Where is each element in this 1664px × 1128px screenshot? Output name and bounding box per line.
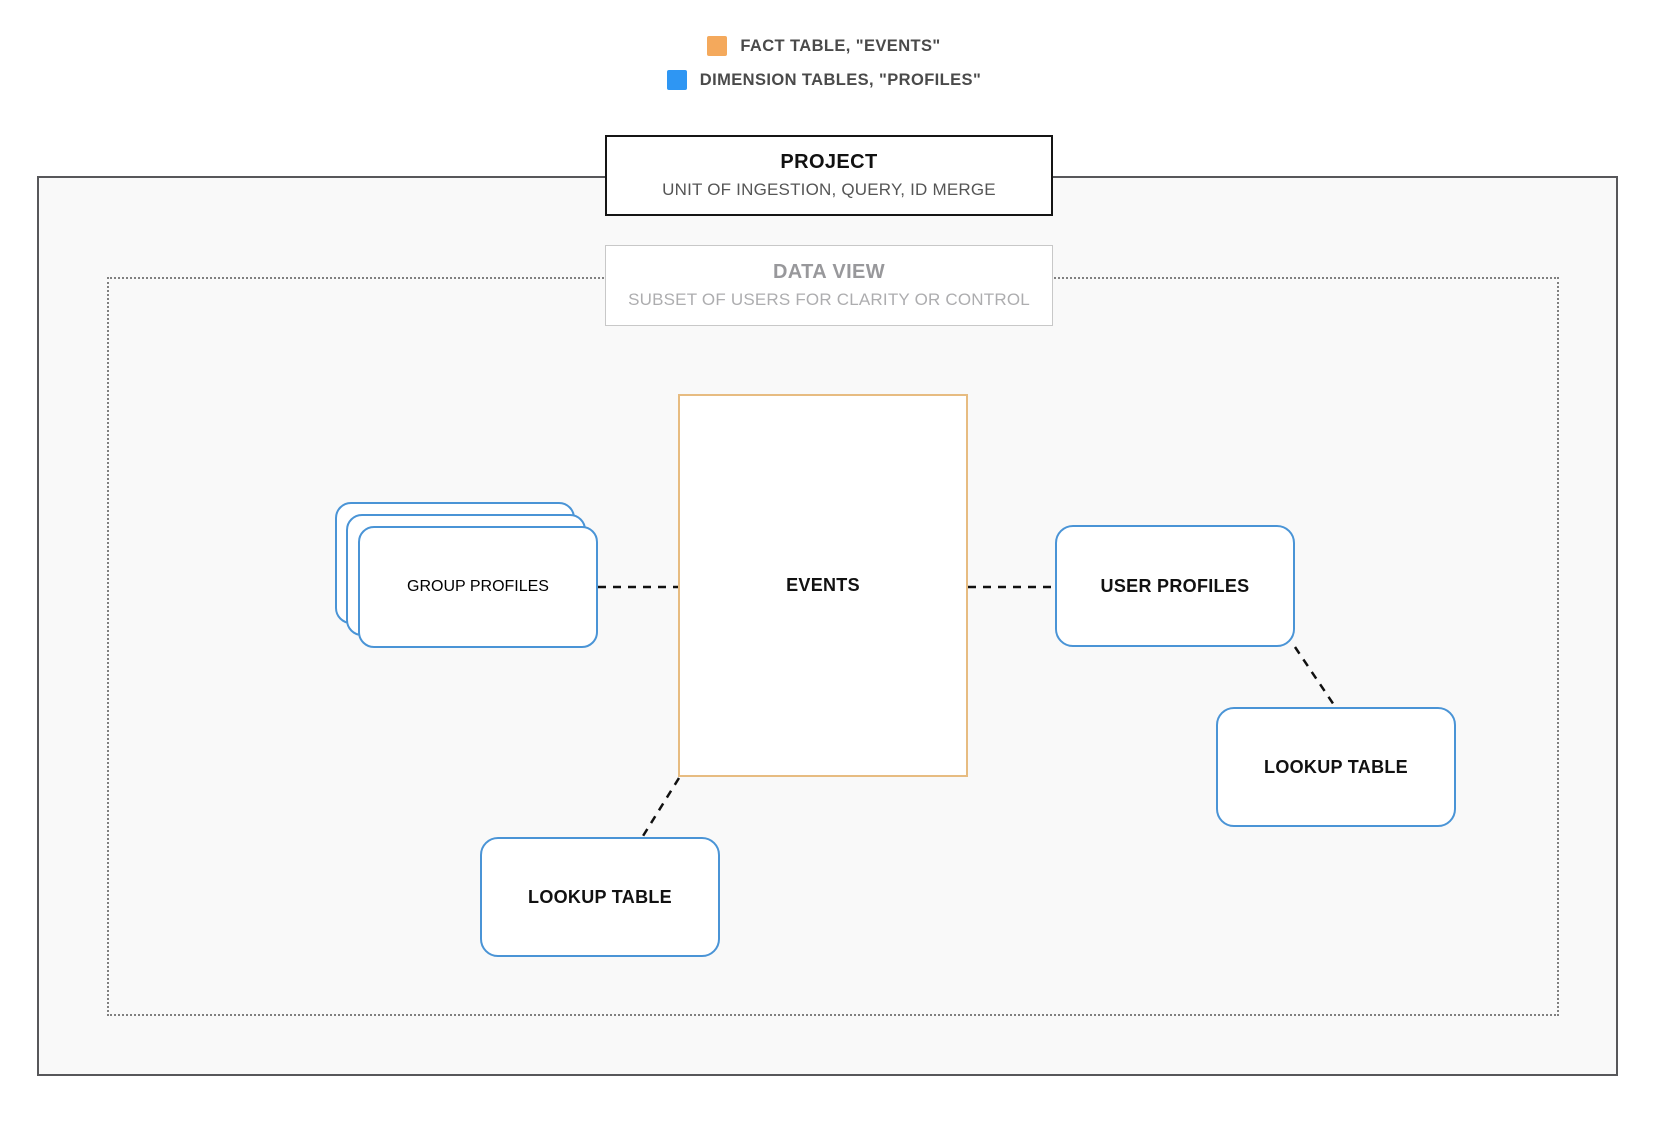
connector-events-lookup-table <box>641 777 681 837</box>
fact-table-swatch-icon <box>707 36 728 56</box>
data-view-title: DATA VIEW <box>772 261 886 283</box>
project-title: PROJECT <box>780 151 878 173</box>
lookup-table-right-node: LOOKUP TABLE <box>1216 707 1456 827</box>
legend-item-fact-table: FACT TABLE, "EVENTS" <box>707 36 940 56</box>
lookup-table-right-label: LOOKUP TABLE <box>1264 756 1408 777</box>
user-profiles-node: USER PROFILES <box>1055 525 1295 647</box>
events-label: EVENTS <box>786 575 860 595</box>
legend: FACT TABLE, "EVENTS" DIMENSION TABLES, "… <box>0 36 1664 90</box>
legend-label: DIMENSION TABLES, "PROFILES" <box>699 70 982 89</box>
dimension-tables-swatch-icon <box>666 70 687 90</box>
lookup-table-bottom-node: LOOKUP TABLE <box>480 837 720 957</box>
user-profiles-label: USER PROFILES <box>1100 575 1250 596</box>
connector-user-profiles-lookup-table <box>1293 646 1336 706</box>
project-title-box: PROJECT UNIT OF INGESTION, QUERY, ID MER… <box>605 135 1053 216</box>
legend-label: FACT TABLE, "EVENTS" <box>740 36 941 55</box>
events-node: EVENTS <box>678 394 968 777</box>
group-profiles-card-front: GROUP PROFILES <box>358 526 598 648</box>
group-profiles-node: GROUP PROFILES <box>335 502 599 649</box>
legend-item-dimension-tables: DIMENSION TABLES, "PROFILES" <box>666 70 982 90</box>
data-view-title-box: DATA VIEW SUBSET OF USERS FOR CLARITY OR… <box>605 245 1053 326</box>
lookup-table-bottom-label: LOOKUP TABLE <box>528 886 672 907</box>
project-subtitle: UNIT OF INGESTION, QUERY, ID MERGE <box>662 180 996 199</box>
group-profiles-label: GROUP PROFILES <box>407 578 549 595</box>
data-view-subtitle: SUBSET OF USERS FOR CLARITY OR CONTROL <box>628 290 1030 309</box>
